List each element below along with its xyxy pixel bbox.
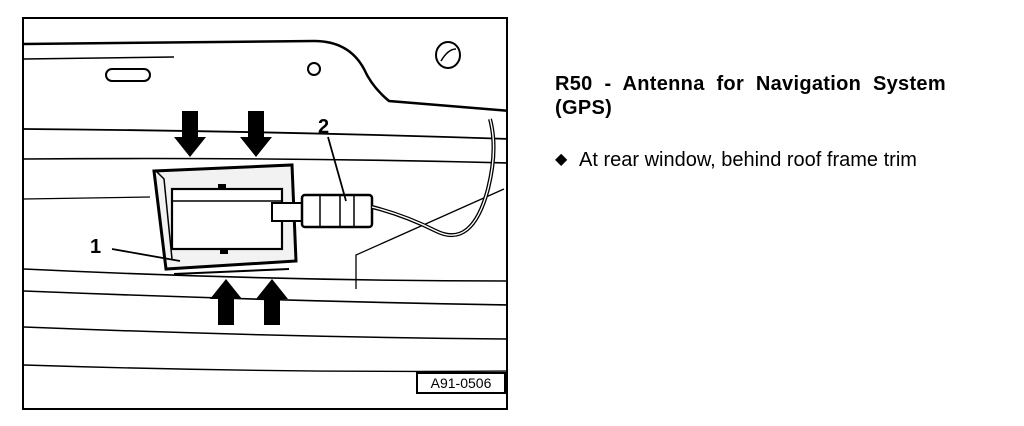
mounting-arrow-icon xyxy=(240,111,272,157)
caption-title: R50 - Antenna for Navigation System (GPS… xyxy=(555,73,946,119)
diamond-bullet-icon: ◆ xyxy=(555,151,568,168)
callout-2: 2 xyxy=(318,116,330,138)
trim-hole-small xyxy=(307,62,321,76)
connector-2 xyxy=(300,193,374,229)
figure-code: A91-0506 xyxy=(416,372,506,394)
body-line-6 xyxy=(24,364,506,373)
body-line-2 xyxy=(24,157,506,164)
mounting-arrow-icon xyxy=(210,279,242,325)
body-line-1 xyxy=(24,128,506,140)
roof-frame-trim-outline xyxy=(24,39,506,112)
plug xyxy=(271,202,303,222)
caption: R50 - Antenna for Navigation System (GPS… xyxy=(555,72,995,172)
cable-guide-line xyxy=(355,188,505,289)
roof-frame-inner-line xyxy=(24,56,175,60)
callout-1: 1 xyxy=(90,236,102,258)
leader-line-2 xyxy=(327,136,347,202)
trim-hole-large xyxy=(435,41,461,69)
leader-line-1 xyxy=(111,248,181,262)
illustration-drawing xyxy=(24,39,506,373)
body-line-3 xyxy=(24,268,506,282)
gps-antenna-illustration: 1 2 A91-0506 xyxy=(22,17,508,410)
mounting-arrow-icon xyxy=(174,111,206,157)
bullet-item: ◆ At rear window, behind roof frame trim xyxy=(555,148,995,172)
mounting-arrow-icon xyxy=(256,279,288,325)
bullet-text: At rear window, behind roof frame trim xyxy=(579,149,917,171)
body-line-5 xyxy=(24,326,506,340)
trim-slot xyxy=(105,68,151,82)
antenna-label-plate xyxy=(170,187,284,251)
